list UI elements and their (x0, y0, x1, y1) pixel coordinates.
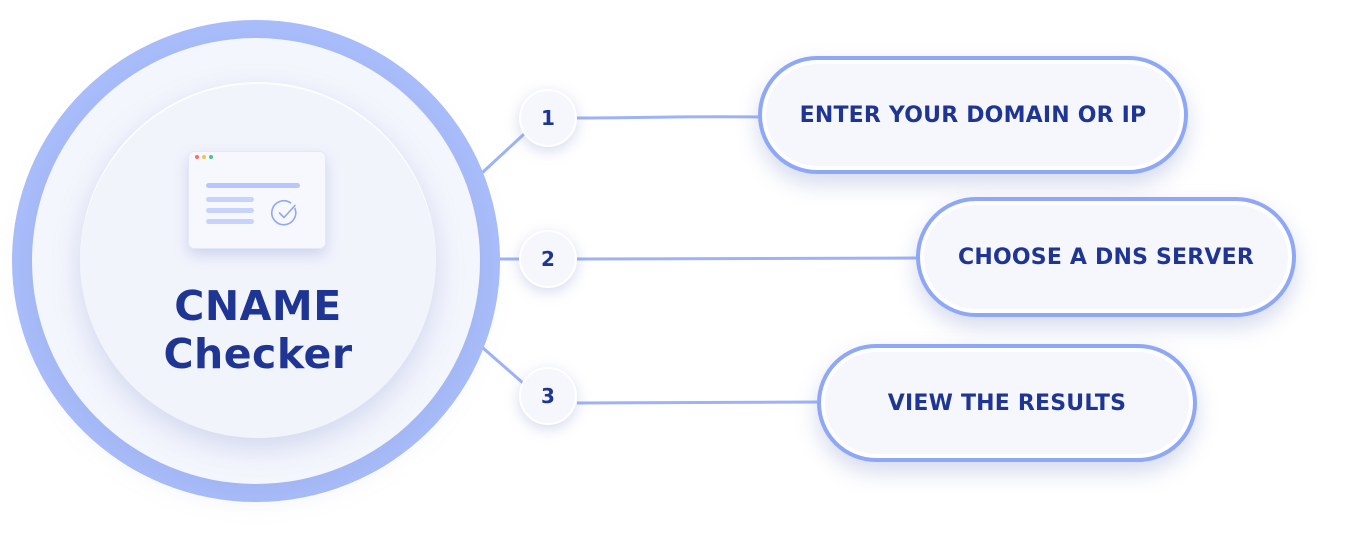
diagram-title: CNAME Checker (80, 282, 436, 378)
window-control-dots (195, 155, 213, 159)
step-2-number: 2 (519, 230, 577, 288)
window-line (206, 183, 300, 188)
window-line (206, 197, 254, 202)
connector-step-1-to-pill (576, 115, 761, 120)
connector-step-2-to-pill (576, 256, 921, 261)
window-dot-green (209, 155, 213, 159)
step-1-label: ENTER YOUR DOMAIN OR IP (758, 56, 1188, 174)
step-3-label: VIEW THE RESULTS (817, 344, 1197, 462)
connector-step-3-to-pill (576, 400, 821, 405)
window-dot-yellow (202, 155, 206, 159)
step-1-number: 1 (519, 89, 577, 147)
connector-circle-to-step-1 (481, 133, 525, 174)
title-line-2: Checker (163, 330, 353, 378)
check-circle-icon (270, 200, 297, 226)
core-disc (80, 82, 436, 438)
connector-circle-to-step-3 (481, 346, 525, 385)
window-line (206, 219, 254, 224)
step-3-number: 3 (519, 367, 577, 425)
step-2-label: CHOOSE A DNS SERVER (916, 197, 1296, 317)
title-line-1: CNAME (174, 282, 342, 330)
browser-window-icon (188, 151, 326, 249)
window-dot-red (195, 155, 199, 159)
window-line (206, 208, 254, 213)
